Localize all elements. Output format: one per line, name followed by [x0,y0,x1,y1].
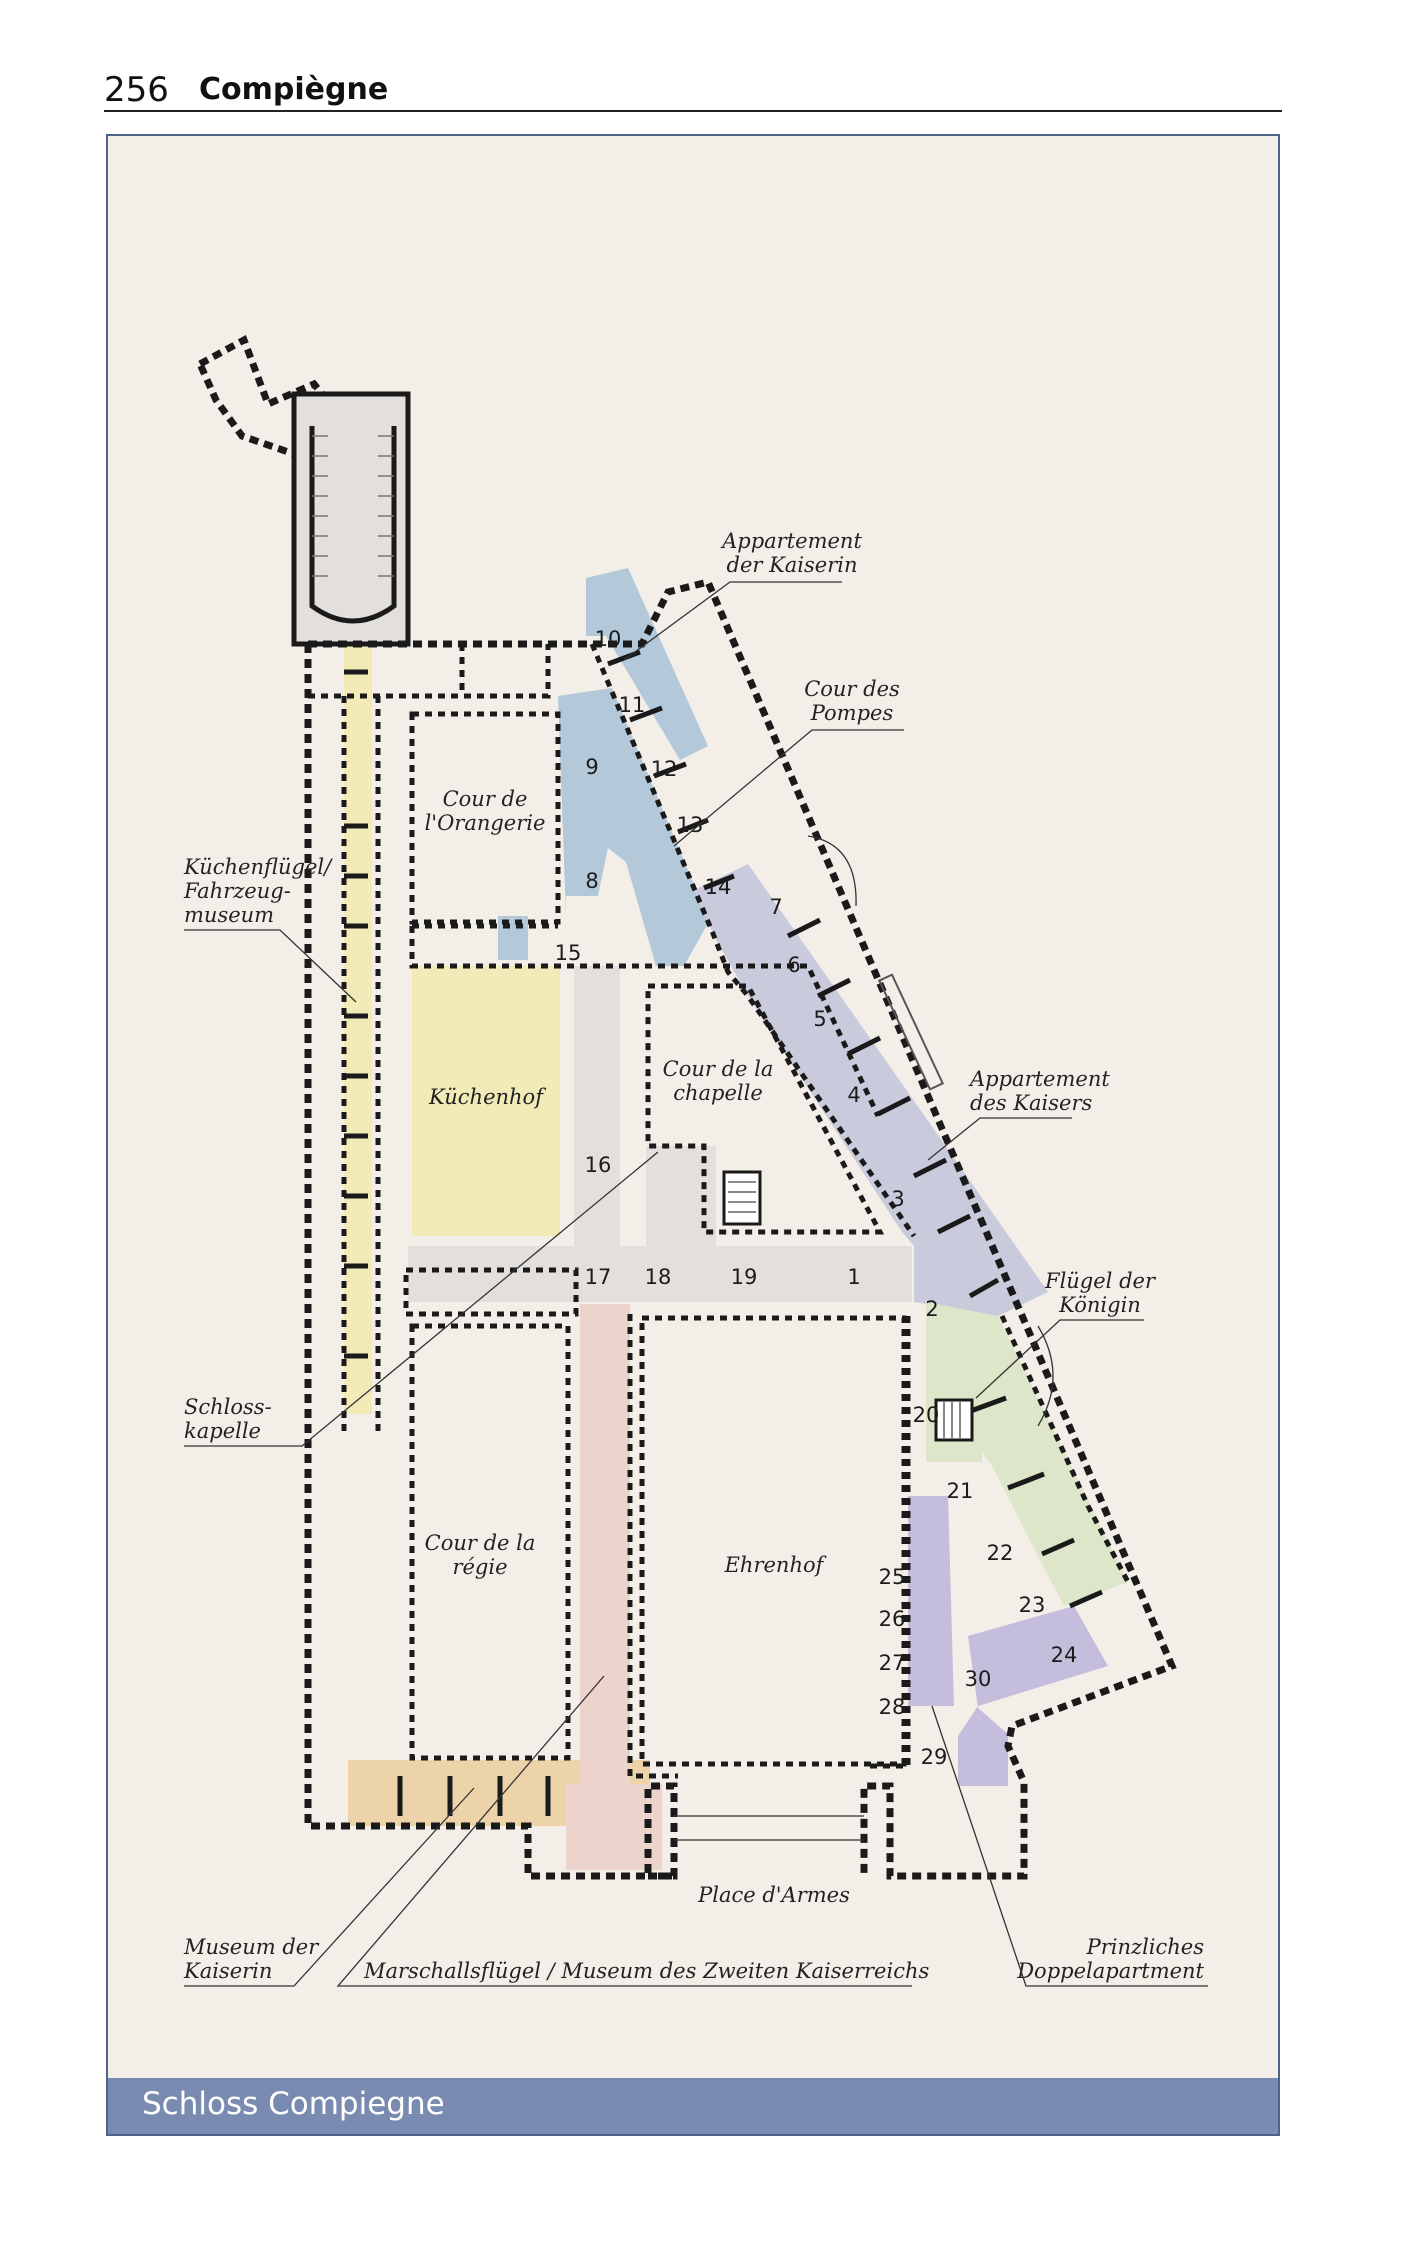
map-footer-bar: Schloss Compiegne [108,2078,1278,2134]
leader-pompes [673,729,904,847]
room-17: 17 [585,1265,612,1289]
room-22: 22 [987,1541,1014,1565]
callout-kaisers-line2: des Kaisers [970,1091,1092,1115]
callout-museum-kaiserin-line1: Museum der [183,1935,320,1959]
cour-regie-line1: Cour de la [425,1531,536,1555]
page-title: Compiègne [199,72,389,107]
room-15: 15 [555,941,582,965]
room-numbers: 1 2 3 4 5 6 7 8 9 10 11 12 13 14 15 16 1… [555,627,1078,1769]
room-2: 2 [925,1297,938,1321]
floor-plan-svg: 1 2 3 4 5 6 7 8 9 10 11 12 13 14 15 16 1… [183,334,1208,1987]
floor-plan-map: 1 2 3 4 5 6 7 8 9 10 11 12 13 14 15 16 1… [106,134,1280,2136]
room-18: 18 [645,1265,672,1289]
prinzlich-fill-2 [958,1606,1108,1786]
callouts: Appartement der Kaiserin Cour des Pompes… [183,529,1208,1987]
room-9: 9 [585,755,598,779]
room-29: 29 [921,1745,948,1769]
room-19: 19 [731,1265,758,1289]
leader-museum-kaiserin [184,1787,475,1987]
room-25: 25 [879,1565,906,1589]
kaiserin-fill-2 [586,568,708,760]
room-5: 5 [813,1007,826,1031]
courtyard-labels: Cour de l'Orangerie Küchenhof Cour de la… [425,787,851,1907]
cour-chapelle-line2: chapelle [673,1081,763,1105]
room-10: 10 [595,627,622,651]
callout-pompes-line1: Cour des [804,677,900,701]
kuechenfluegel-fill [344,634,372,1414]
page-number: 256 [104,70,169,110]
room-20: 20 [913,1403,940,1427]
ehrenhof-label: Ehrenhof [724,1553,827,1577]
room-26: 26 [879,1607,906,1631]
kaiserin-fill [498,688,712,966]
callout-kapelle-line2: kapelle [184,1419,261,1443]
callout-marschall: Marschallsflügel / Museum des Zweiten Ka… [363,1959,929,1983]
room-21: 21 [947,1479,974,1503]
callout-kaiserin-line2: der Kaiserin [727,553,858,577]
map-title: Schloss Compiegne [142,2086,445,2122]
callout-koenigin-line1: Flügel der [1044,1269,1157,1293]
kuechenhof-fill [412,966,560,1236]
room-30: 30 [965,1667,992,1691]
kaiser-fill [694,864,1048,1316]
callout-prinzlich-line1: Prinzliches [1086,1935,1205,1959]
room-4: 4 [847,1083,860,1107]
room-28: 28 [879,1695,906,1719]
callout-kaisers-line1: Appartement [968,1067,1110,1091]
room-16: 16 [585,1153,612,1177]
cour-orangerie-line1: Cour de [443,787,528,811]
callout-kuechen-line2: Fahrzeug- [183,879,291,903]
room-7: 7 [769,895,782,919]
koenigin-fill [926,1302,1128,1606]
room-14: 14 [705,875,732,899]
callout-kuechen-line1: Küchenflügel/ [183,855,333,879]
place-darmes-label: Place d'Armes [697,1883,850,1907]
callout-kuechen-line3: museum [184,903,274,927]
room-1: 1 [847,1265,860,1289]
callout-kaiserin-line1: Appartement [720,529,862,553]
room-23: 23 [1019,1593,1046,1617]
building-walls [195,334,1177,1880]
wing-fills [344,568,1128,1870]
room-24: 24 [1051,1643,1078,1667]
tower-stair-lines [312,435,394,577]
leader-kaisers [927,1117,1072,1161]
cour-chapelle-line1: Cour de la [663,1057,774,1081]
room-3: 3 [891,1187,904,1211]
room-11: 11 [619,693,646,717]
corridor-16-fill [574,966,620,1266]
leader-koenigin [975,1319,1144,1399]
callout-koenigin-line2: Königin [1058,1293,1141,1317]
marschall-fill [580,1304,630,1864]
cour-regie-line2: régie [452,1555,507,1579]
callout-kapelle-line1: Schloss- [184,1395,272,1419]
page-header: 256 Compiègne [104,70,1282,112]
callout-museum-kaiserin-line2: Kaiserin [183,1959,272,1983]
cour-orangerie-line2: l'Orangerie [425,811,546,835]
callout-prinzlich-line2: Doppelapartment [1016,1959,1204,1983]
room-6: 6 [787,953,800,977]
leader-kaiserin [623,581,842,661]
leader-prinzlich [931,1705,1208,1987]
kuechenhof-label: Küchenhof [428,1085,546,1109]
callout-pompes-line2: Pompes [810,701,894,725]
leader-marschall [336,1675,912,1987]
corridor-19-fill [408,1246,912,1302]
prinzlich-fill [908,1496,954,1706]
leader-kapelle [184,1151,659,1447]
room-12: 12 [651,757,678,781]
room-8: 8 [585,869,598,893]
leader-kuechen [184,929,357,1003]
room-27: 27 [879,1651,906,1675]
